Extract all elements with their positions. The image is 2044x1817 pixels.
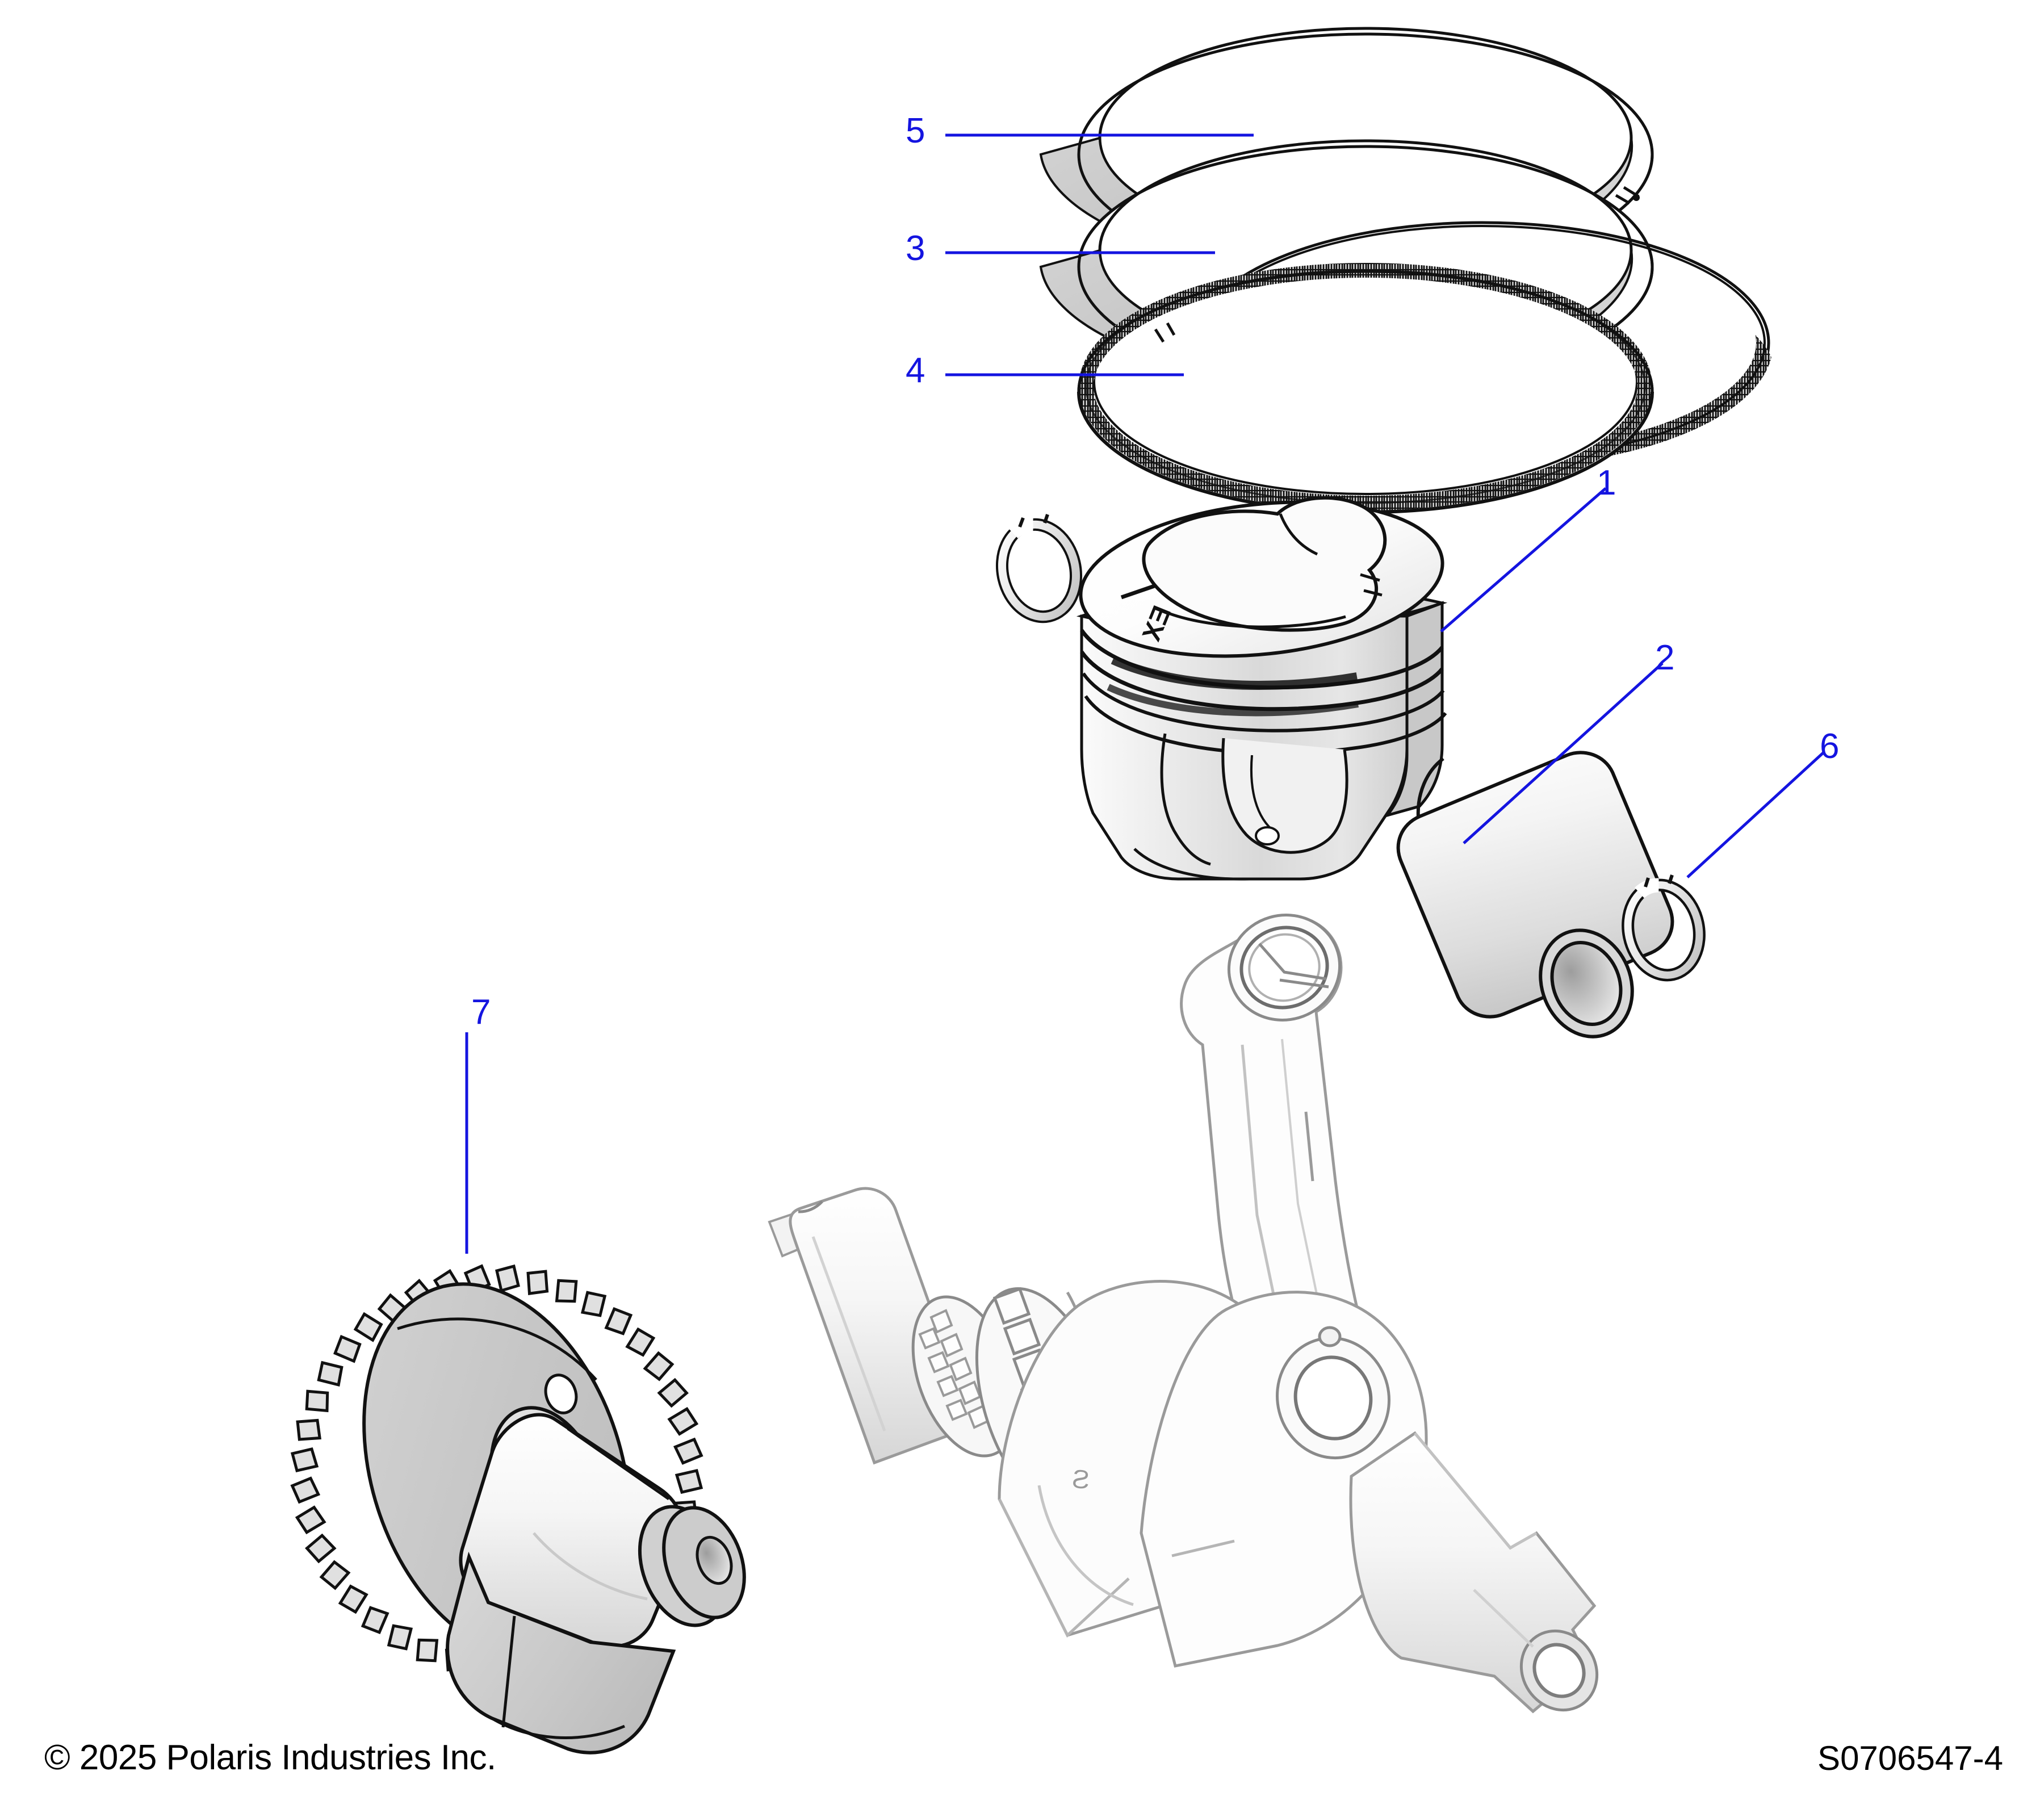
piston-ring-group xyxy=(1039,27,1773,514)
crank-output-shaft xyxy=(1349,1431,1599,1714)
piston: EX xyxy=(1076,496,1448,881)
svg-text:S: S xyxy=(1071,1464,1091,1494)
callout-number-5[interactable]: 5 xyxy=(906,111,925,150)
leader-line-6 xyxy=(1686,751,1825,878)
callout-number-1[interactable]: 1 xyxy=(1597,463,1616,503)
balance-shaft-journal xyxy=(638,1505,746,1627)
circlip-left xyxy=(995,514,1083,623)
callout-number-4[interactable]: 4 xyxy=(906,351,925,390)
callout-number-7[interactable]: 7 xyxy=(471,993,491,1032)
copyright-notice: © 2025 Polaris Industries Inc. xyxy=(44,1738,496,1777)
callout-number-6[interactable]: 6 xyxy=(1820,727,1840,766)
piston-ring-oil xyxy=(1077,221,1773,514)
crankshaft-assembly: S xyxy=(768,914,1599,1714)
crank-counterweights: S xyxy=(998,1280,1428,1668)
circlip-right xyxy=(1622,874,1706,982)
crank-s-marking: S xyxy=(1071,1464,1091,1494)
callout-number-3[interactable]: 3 xyxy=(906,229,925,268)
balance-shaft-body xyxy=(446,1413,686,1755)
leader-line-1 xyxy=(1440,487,1607,633)
piston-group: EX xyxy=(995,496,1448,881)
callout-leader-lines xyxy=(465,133,1825,1254)
balance-shaft-assembly xyxy=(290,1264,746,1755)
drawing-number: S0706547-4 xyxy=(1817,1739,2003,1777)
leader-line-2 xyxy=(1463,662,1664,844)
wrist-pin xyxy=(1396,751,1674,1039)
callout-number-2[interactable]: 2 xyxy=(1655,638,1675,677)
